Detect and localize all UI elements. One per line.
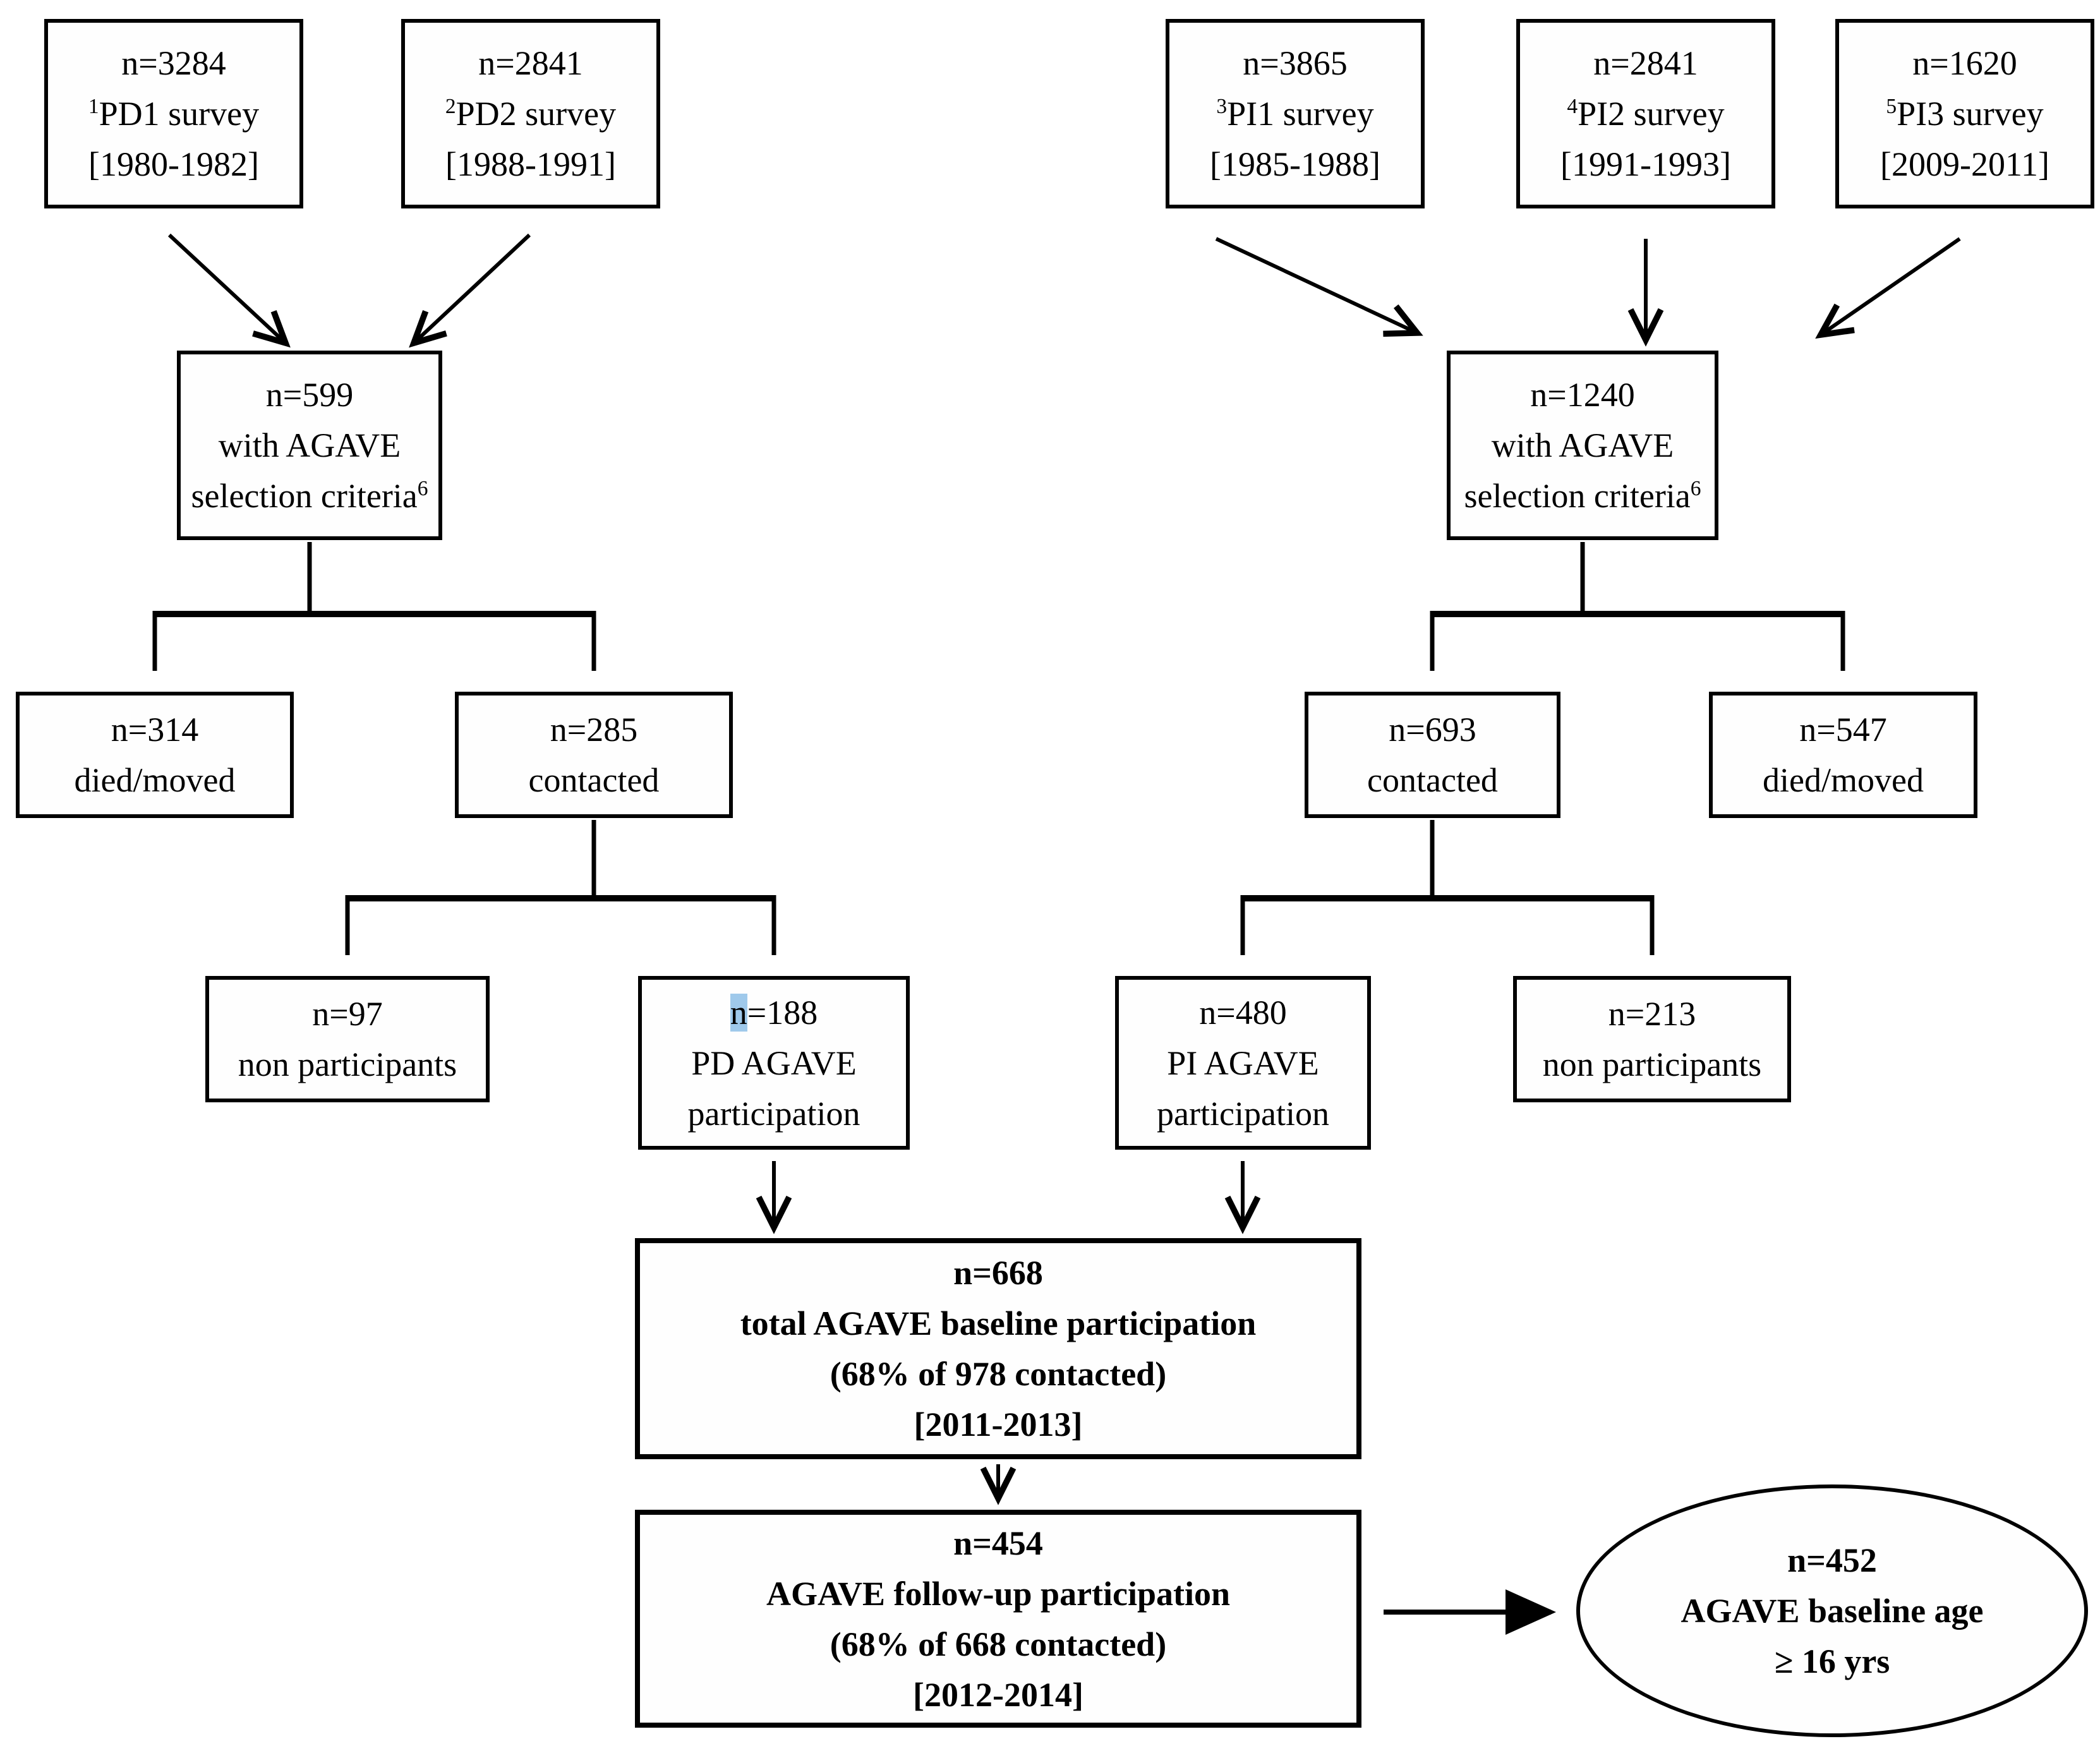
pi-contacted-line-1: contacted: [1367, 761, 1498, 799]
pi2-survey-box: n=2841 4PI2 survey [1991-1993]: [1516, 19, 1775, 208]
pi-selection-box: n=1240 with AGAVE selection criteria6: [1447, 351, 1718, 540]
pd-participation-box: n=188 PD AGAVE participation: [638, 976, 910, 1150]
baseline-age-line-2: ≥ 16 yrs: [1774, 1642, 1890, 1680]
pi-contacted-line-0: n=693: [1389, 711, 1476, 749]
baseline-total-line-2: (68% of 978 contacted): [830, 1355, 1167, 1393]
pi-selection-line-1: with AGAVE: [1491, 426, 1674, 464]
pd2-survey-box: n=2841 2PD2 survey [1988-1991]: [401, 19, 660, 208]
pi-died-moved-box: n=547 died/moved: [1709, 692, 1977, 818]
pd-selection-line-1: with AGAVE: [218, 426, 401, 464]
pi-selection-line-0: n=1240: [1530, 376, 1635, 414]
pi-participation-line-2: participation: [1157, 1094, 1329, 1133]
pi-participation-line-1: PI AGAVE: [1167, 1044, 1319, 1082]
pi-participation-box: n=480 PI AGAVE participation: [1115, 976, 1371, 1150]
baseline-age-line-0: n=452: [1787, 1541, 1877, 1579]
pd-contacted-line-1: contacted: [528, 761, 660, 799]
pi1-survey-line-1: 3PI1 survey: [1216, 95, 1374, 133]
pd2-survey-line-2: [1988-1991]: [445, 145, 616, 183]
pi-non-participants-line-1: non participants: [1542, 1045, 1762, 1083]
pi1-survey-line-0: n=3865: [1243, 44, 1348, 82]
arrow-pd1-to-selection: [167, 233, 291, 348]
arrow-pi1-to-selection: [1215, 237, 1423, 337]
pd-non-participants-box: n=97 non participants: [205, 976, 490, 1102]
pd2-survey-line-1: 2PD2 survey: [445, 95, 617, 133]
pd1-survey-line-1: 1PD1 survey: [88, 95, 260, 133]
pd-non-participants-line-1: non participants: [238, 1045, 457, 1083]
pd-non-participants-line-0: n=97: [312, 995, 383, 1033]
pi-participation-line-0: n=480: [1199, 993, 1287, 1032]
pi3-survey-box: n=1620 5PI3 survey [2009-2011]: [1835, 19, 2094, 208]
pd-contacted-box: n=285 contacted: [455, 692, 733, 818]
followup-line-0: n=454: [953, 1524, 1043, 1562]
pi-died-moved-line-0: n=547: [1799, 711, 1887, 749]
pi2-survey-line-1: 4PI2 survey: [1567, 95, 1725, 133]
highlighted-char: n: [730, 993, 747, 1032]
pi3-survey-line-2: [2009-2011]: [1880, 145, 2049, 183]
pd-participation-line-2: participation: [687, 1094, 860, 1133]
pd-participation-line-0: n=188: [730, 993, 818, 1032]
pd-participation-line-1: PD AGAVE: [691, 1044, 857, 1082]
baseline-total-box: n=668 total AGAVE baseline participation (…: [635, 1238, 1361, 1459]
pi1-survey-line-2: [1985-1988]: [1210, 145, 1380, 183]
followup-line-3: [2012-2014]: [913, 1675, 1083, 1714]
pd1-survey-line-2: [1980-1982]: [88, 145, 259, 183]
pd-selection-line-0: n=599: [265, 376, 354, 414]
pd-died-moved-line-1: died/moved: [74, 761, 236, 799]
arrow-pi3-to-selection: [1815, 237, 1961, 339]
pi1-survey-box: n=3865 3PI1 survey [1985-1988]: [1166, 19, 1425, 208]
arrow-pd2-to-selection: [409, 233, 531, 348]
baseline-total-line-1: total AGAVE baseline participation: [740, 1304, 1257, 1342]
pd1-survey-box: n=3284 1PD1 survey [1980-1982]: [44, 19, 303, 208]
followup-line-1: AGAVE follow-up participation: [766, 1574, 1231, 1613]
pi2-survey-line-2: [1991-1993]: [1560, 145, 1731, 183]
baseline-total-line-0: n=668: [953, 1254, 1043, 1292]
followup-line-2: (68% of 668 contacted): [830, 1625, 1167, 1663]
baseline-age-line-1: AGAVE baseline age: [1681, 1592, 1984, 1630]
pi-non-participants-line-0: n=213: [1608, 995, 1696, 1033]
pi3-survey-line-1: 5PI3 survey: [1886, 95, 2044, 133]
pi-non-participants-box: n=213 non participants: [1513, 976, 1791, 1102]
baseline-total-line-3: [2011-2013]: [914, 1406, 1083, 1443]
pi-died-moved-line-1: died/moved: [1763, 761, 1924, 799]
pi3-survey-line-0: n=1620: [1912, 44, 2017, 82]
pd-died-moved-line-0: n=314: [111, 711, 199, 749]
pi-selection-line-2: selection criteria6: [1464, 477, 1701, 515]
pd-selection-box: n=599 with AGAVE selection criteria6: [177, 351, 442, 540]
pd2-survey-line-0: n=2841: [478, 44, 583, 82]
pi2-survey-line-0: n=2841: [1593, 44, 1698, 82]
pd-died-moved-box: n=314 died/moved: [16, 692, 294, 818]
pi-contacted-box: n=693 contacted: [1305, 692, 1560, 818]
pd-selection-line-2: selection criteria6: [191, 477, 428, 515]
pd1-survey-line-0: n=3284: [121, 44, 226, 82]
pd-contacted-line-0: n=285: [550, 711, 638, 749]
